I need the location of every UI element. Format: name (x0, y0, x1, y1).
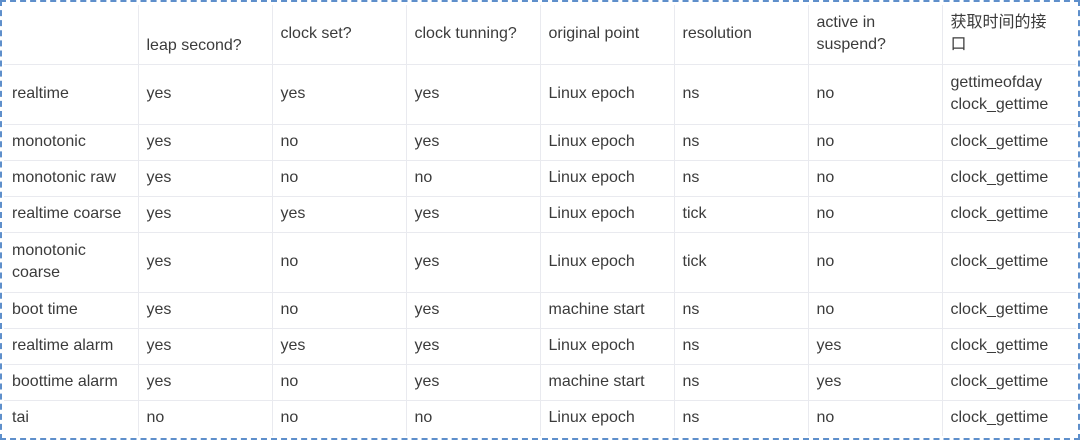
row-label: tai (4, 400, 139, 436)
table-cell: no (808, 64, 943, 125)
table-cell: no (272, 400, 407, 436)
table-cell: ns (674, 292, 809, 329)
table-cell: ns (674, 364, 809, 401)
table-cell: tick (674, 232, 809, 293)
table-cell: no (272, 292, 407, 329)
table-row-realtime-coarse: realtime coarse yes yes yes Linux epoch … (4, 196, 1076, 233)
table-cell: yes (406, 364, 541, 401)
table-row-tai: tai no no no Linux epoch ns no clock_get… (4, 400, 1076, 436)
table-cell: no (808, 124, 943, 161)
row-label: monotonic raw (4, 160, 139, 197)
table-row-boot-time: boot time yes no yes machine start ns no… (4, 292, 1076, 329)
table-cell: Linux epoch (540, 400, 675, 436)
table-cell: tick (674, 196, 809, 233)
table-cell: Linux epoch (540, 232, 675, 293)
row-label: boot time (4, 292, 139, 329)
table-cell: no (808, 292, 943, 329)
table-cell: yes (138, 196, 273, 233)
table-cell: clock_gettime (942, 364, 1076, 401)
table-header: leap second? clock set? clock tunning? o… (4, 5, 1076, 65)
table-cell: yes (272, 196, 407, 233)
table-cell: yes (138, 124, 273, 161)
table-cell: ns (674, 400, 809, 436)
column-header-clock-tunning: clock tunning? (406, 5, 541, 65)
row-label: monotonic (4, 124, 139, 161)
table-cell: Linux epoch (540, 64, 675, 125)
table-cell: ns (674, 64, 809, 125)
table-cell: clock_gettime (942, 124, 1076, 161)
column-header-empty (4, 5, 139, 65)
column-header-get-time-api: 获取时间的接口 (942, 5, 1076, 65)
table-row-monotonic: monotonic yes no yes Linux epoch ns no c… (4, 124, 1076, 161)
table-row-boottime-alarm: boottime alarm yes no yes machine start … (4, 364, 1076, 401)
table-cell: no (272, 160, 407, 197)
table-cell: yes (808, 328, 943, 365)
table-cell: ns (674, 124, 809, 161)
table-cell: yes (138, 328, 273, 365)
table-cell: yes (272, 64, 407, 125)
table-cell: yes (406, 232, 541, 293)
table-cell: Linux epoch (540, 328, 675, 365)
table-cell: yes (406, 124, 541, 161)
table-cell: yes (138, 292, 273, 329)
table-cell: yes (138, 232, 273, 293)
table-cell: no (808, 232, 943, 293)
table-cell: no (808, 400, 943, 436)
table-cell: no (406, 160, 541, 197)
table-cell: no (406, 400, 541, 436)
table-row-realtime-alarm: realtime alarm yes yes yes Linux epoch n… (4, 328, 1076, 365)
column-header-leap-second: leap second? (138, 5, 273, 65)
table-cell: Linux epoch (540, 160, 675, 197)
table-cell: clock_gettime (950, 409, 1049, 427)
table-cell: ns (674, 160, 809, 197)
row-label: realtime (4, 64, 139, 125)
table-cell: yes (406, 196, 541, 233)
table-cell: yes (138, 364, 273, 401)
table-cell: yes (138, 64, 273, 125)
table-cell: Linux epoch (540, 124, 675, 161)
row-label: boottime alarm (4, 364, 139, 401)
row-label: realtime coarse (4, 196, 139, 233)
column-header-clock-set: clock set? (272, 5, 407, 65)
table-body: realtime yes yes yes Linux epoch ns no g… (4, 64, 1076, 436)
table-cell: ns (674, 328, 809, 365)
table-cell: clock_gettime (942, 160, 1076, 197)
clock-types-table: leap second? clock set? clock tunning? o… (4, 5, 1076, 436)
row-label: realtime alarm (4, 328, 139, 365)
column-header-resolution: resolution (674, 5, 809, 65)
table-cell: machine start (540, 364, 675, 401)
table-cell: machine start (540, 292, 675, 329)
table-row-monotonic-coarse: monotonic coarse yes no yes Linux epoch … (4, 232, 1076, 293)
table-cell: no (272, 364, 407, 401)
table-cell: no (138, 400, 273, 436)
table-cell: clock_gettime (942, 328, 1076, 365)
table-cell: yes (406, 292, 541, 329)
column-header-original-point: original point (540, 5, 675, 65)
table-cell: yes (272, 328, 407, 365)
table-cell: clock_gettime (942, 196, 1076, 233)
table-cell: gettimeofday clock_gettime (942, 64, 1076, 125)
table-cell: clock_gettime (942, 292, 1076, 329)
table-cell: yes (138, 160, 273, 197)
table-cell: yes (406, 328, 541, 365)
table-cell: no (808, 196, 943, 233)
header-row: leap second? clock set? clock tunning? o… (4, 5, 1076, 65)
table-cell: yes (406, 64, 541, 125)
table-cell: no (808, 160, 943, 197)
column-header-active-in-suspend: active in suspend? (808, 5, 943, 65)
table-cell: no (272, 232, 407, 293)
table-cell: clock_gettime (942, 232, 1076, 293)
table-cell: Linux epoch (540, 196, 675, 233)
table-row-realtime: realtime yes yes yes Linux epoch ns no g… (4, 64, 1076, 125)
table-cell: yes (808, 364, 943, 401)
row-label: monotonic coarse (4, 232, 139, 293)
table-row-monotonic-raw: monotonic raw yes no no Linux epoch ns n… (4, 160, 1076, 197)
table-cell: no (272, 124, 407, 161)
